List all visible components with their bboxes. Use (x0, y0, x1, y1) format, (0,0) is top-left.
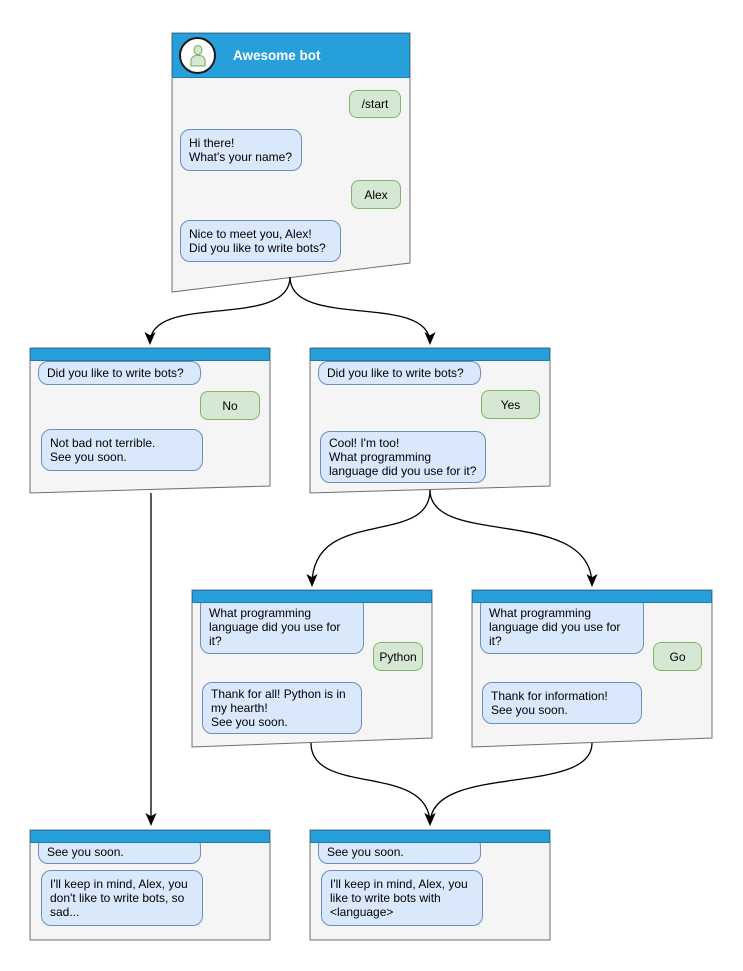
person-icon (189, 44, 206, 67)
connector-branch-yes-to-go (429, 489, 592, 585)
bot-message-bubble: Did you like to write bots? (38, 361, 201, 385)
titlebar-branch-go (472, 590, 712, 603)
bot-message-bubble: Cool! I'm too! What programming language… (320, 431, 486, 483)
titlebar-branch-no (30, 348, 270, 361)
avatar (179, 37, 216, 74)
bot-message-bubble: Did you like to write bots? (318, 361, 481, 385)
user-message-bubble: Alex (351, 180, 401, 209)
connector-start-to-branch-no (150, 276, 291, 343)
bot-message-bubble: What programming language did you use fo… (480, 596, 644, 654)
user-message-bubble: Python (373, 642, 423, 671)
titlebar-end-no (30, 830, 270, 843)
user-message-bubble: Yes (481, 390, 540, 419)
bot-message-bubble: Hi there! What's your name? (180, 129, 302, 171)
bot-message-bubble: I'll keep in mind, Alex, you don't like … (41, 870, 203, 926)
bot-message-bubble: Thank for all! Python is in my hearth! S… (202, 682, 362, 734)
connector-python-to-end-yes (310, 742, 430, 824)
window-title: Awesome bot (233, 48, 321, 63)
bot-message-bubble: I'll keep in mind, Alex, you like to wri… (321, 870, 483, 926)
bot-message-bubble: Thank for information! See you soon. (482, 682, 642, 724)
connector-go-to-end-yes (430, 742, 593, 824)
titlebar-branch-python (192, 590, 432, 603)
connector-branch-yes-to-python (312, 489, 431, 585)
titlebar-end-yes (310, 830, 550, 843)
bot-message-bubble: Not bad not terrible. See you soon. (41, 429, 203, 471)
user-message-bubble: /start (349, 90, 401, 118)
user-message-bubble: Go (653, 642, 702, 671)
bot-message-bubble: Nice to meet you, Alex! Did you like to … (180, 220, 341, 262)
bot-message-bubble: What programming language did you use fo… (200, 596, 364, 654)
user-message-bubble: No (200, 391, 260, 420)
titlebar-branch-yes (310, 348, 550, 361)
connector-start-to-branch-yes (289, 276, 430, 343)
